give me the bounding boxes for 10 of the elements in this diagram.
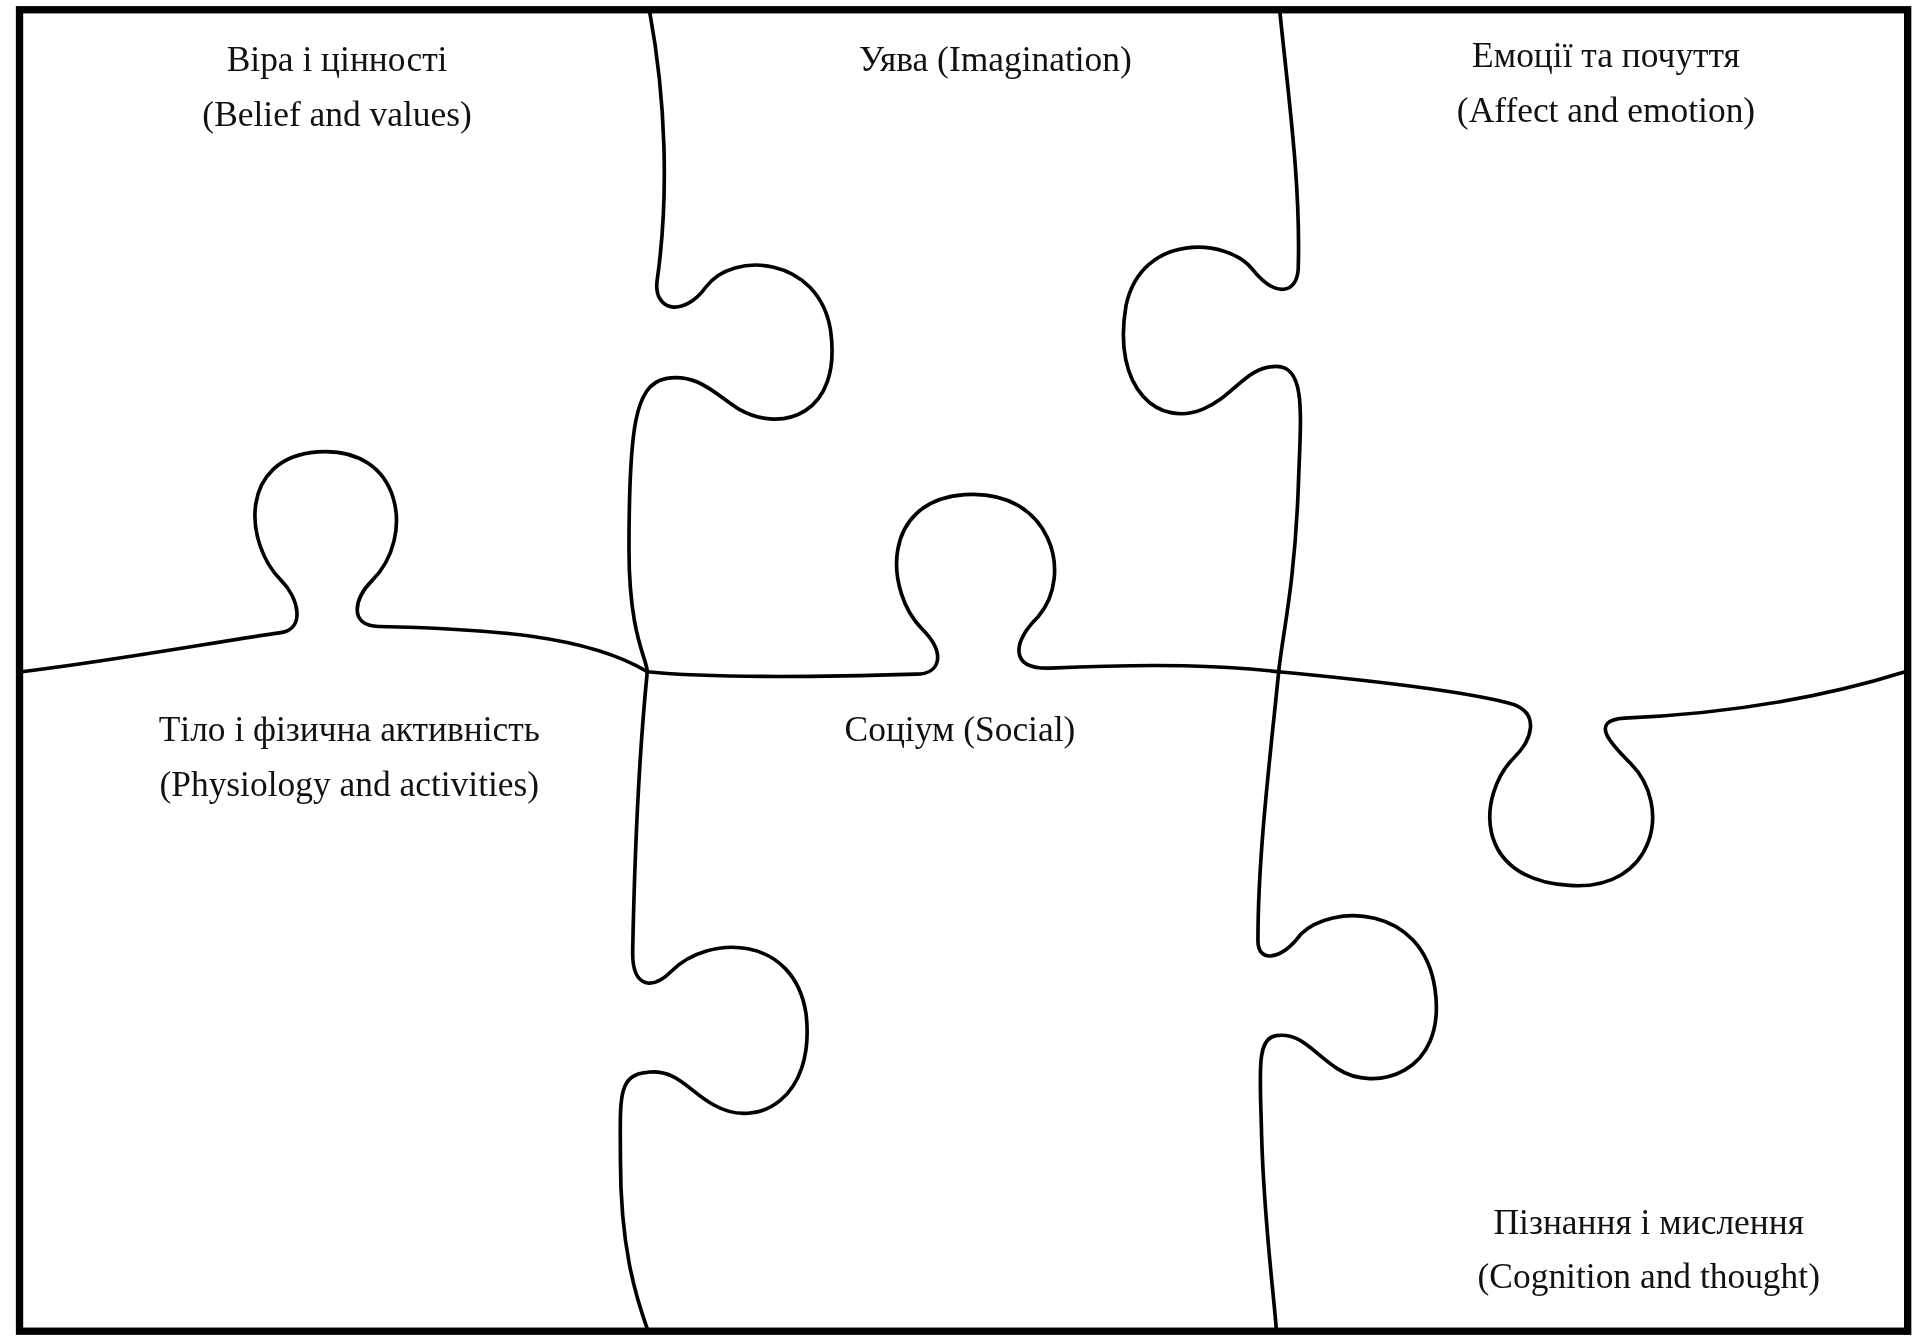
piece-translation: (Belief and values) bbox=[202, 93, 472, 136]
piece-label: Уява (Imagination) bbox=[858, 38, 1132, 81]
piece-label: Емоції та почуття bbox=[1471, 34, 1741, 77]
piece-translation: (Physiology and activities) bbox=[158, 763, 540, 806]
piece-translation: (Cognition and thought) bbox=[1477, 1255, 1820, 1298]
piece-label: Соціум (Social) bbox=[844, 708, 1076, 751]
piece-label: Тіло і фізична активність bbox=[158, 708, 540, 751]
piece-label: Віра і цінності bbox=[225, 38, 449, 81]
piece-label: Пізнання і мислення bbox=[1492, 1200, 1805, 1243]
piece-translation: (Affect and emotion) bbox=[1456, 89, 1756, 132]
